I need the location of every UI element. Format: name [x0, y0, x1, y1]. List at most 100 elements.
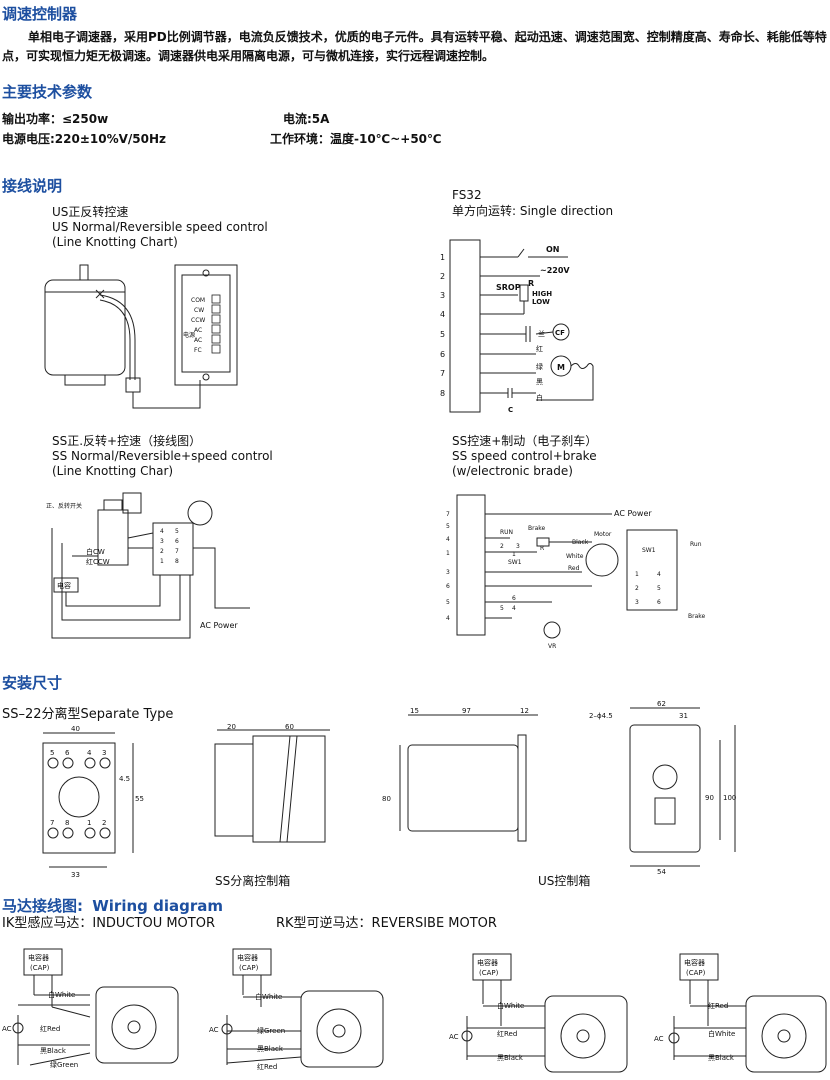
- us-front-dim-31: 31: [679, 712, 688, 720]
- ssb-term-3: 3: [446, 569, 450, 576]
- ss-caption-sub: (Line Knotting Char): [52, 464, 174, 478]
- ss22-pin-2: 2: [102, 819, 106, 827]
- m2-wire-white: 白White: [255, 992, 282, 1001]
- ssb-box-sw1-label: SW1: [642, 547, 656, 554]
- ss22-socket-drawing: 40 33 4.5 55 5 6 4 3 7 8 1 2: [42, 725, 144, 879]
- ssb-black-label: Black: [572, 539, 589, 546]
- m3-cap-cn: 电容器: [477, 958, 498, 967]
- ss-switch-label: 正、反转开关: [46, 502, 82, 510]
- fs-high-label: HIGH: [532, 290, 552, 298]
- ssb-r-label: R: [540, 545, 544, 552]
- ss-box-drawing: 20 60: [214, 723, 330, 843]
- m2-ac-label: AC: [209, 1026, 219, 1034]
- ss-dial-6: 6: [175, 538, 179, 545]
- m1-cap-cn: 电容器: [28, 953, 49, 962]
- us-side-dim-15: 15: [410, 707, 419, 715]
- rk-motor-caption: RK型可逆马达：REVERSIBE MOTOR: [276, 916, 497, 931]
- ssb-box-sw-5: 5: [657, 585, 661, 592]
- ss22-caption: SS–22分离型Separate Type: [2, 707, 174, 722]
- ssb-term-1: 1: [446, 550, 450, 557]
- ssb-term-6: 6: [446, 583, 450, 590]
- fs-term-7: 7: [440, 369, 445, 378]
- us-box-side-drawing: 15 97 12 80: [382, 707, 538, 842]
- ssb-term-7: 7: [446, 511, 450, 518]
- ik-motor-caption: IK型感应马达：INDUCTOU MOTOR: [2, 916, 215, 931]
- fs-stop-label: SROP: [496, 283, 521, 292]
- us-term-ccw: CCW: [191, 317, 205, 324]
- ss-ac-label: AC Power: [200, 621, 238, 630]
- fs-term-3: 3: [440, 291, 445, 300]
- us-side-dim-97: 97: [462, 707, 471, 715]
- ssb-switch-1: 1: [512, 551, 516, 558]
- ss-dial-5: 5: [175, 528, 179, 535]
- controller-description: 单相电子调速器，采用PD比例调节器，电流负反馈技术，优质的电子元件。具有运转平稳…: [2, 30, 827, 63]
- fs-caption-model: FS32: [452, 188, 482, 202]
- ssb-run2-label: Run: [690, 541, 702, 548]
- fs-cf-label: CF: [555, 329, 565, 337]
- section-title-dimensions: 安装尺寸: [2, 674, 63, 692]
- ssb-red-label: Red: [568, 565, 580, 572]
- motor-wiring-4: 电容器 (CAP) AC 红Red 白White 黑Black: [654, 953, 827, 1073]
- fs-green-label: 绿: [536, 362, 543, 371]
- section-title-controller: 调速控制器: [2, 5, 78, 23]
- m4-wire-black: 黑Black: [708, 1054, 735, 1062]
- ssb-white-label: White: [566, 553, 584, 560]
- m4-cap-en: (CAP): [686, 969, 706, 977]
- ss-caption-en: SS Normal/Reversible+speed control: [52, 449, 273, 463]
- ssb-ac-label: AC Power: [614, 509, 652, 518]
- ss-dial-4: 4: [160, 528, 164, 535]
- ssb-run-label: RUN: [500, 529, 513, 536]
- ss22-dim-hole: 4.5: [119, 775, 130, 783]
- ssb-switch-2: 2: [500, 543, 504, 550]
- fs-blue-label: 兰: [538, 329, 545, 338]
- fs-term-6: 6: [440, 350, 445, 359]
- m4-cap-cn: 电容器: [684, 958, 705, 967]
- ssb-switch-5: 5: [500, 605, 504, 612]
- ss-dial-8: 8: [175, 558, 179, 565]
- spec-power: 输出功率：≤250w: [2, 112, 109, 126]
- us-front-dim-62: 62: [657, 700, 666, 708]
- ss-brake-wiring-diagram: 7 5 4 1 3 6 5 4 AC Power RUN Brake R Mot…: [446, 494, 706, 650]
- us-side-dim-80: 80: [382, 795, 391, 803]
- m4-wire-white: 白White: [708, 1029, 735, 1038]
- ssb-caption-cn: SS控速+制动（电子刹车）: [452, 434, 598, 448]
- m3-wire-red: 红Red: [497, 1029, 517, 1038]
- m3-wire-white: 白White: [497, 1001, 524, 1010]
- us-caption-cn: US正反转控速: [52, 205, 129, 219]
- us-caption-en: US Normal/Reversible speed control: [52, 220, 268, 234]
- fs-term-8: 8: [440, 389, 445, 398]
- ss22-pin-3: 3: [102, 749, 106, 757]
- ss22-pin-6: 6: [65, 749, 70, 757]
- ssb-brake-label: Brake: [528, 525, 546, 532]
- ss-box-label: SS分离控制箱: [215, 874, 291, 888]
- fs-r-label: R: [528, 279, 534, 288]
- m1-wire-red: 红Red: [40, 1024, 60, 1033]
- motor-wiring-title-en: Wiring diagram: [92, 897, 223, 915]
- m2-wire-black: 黑Black: [257, 1045, 284, 1053]
- us-box-front-drawing: 62 31 2–ϕ4.5 90 100 54: [589, 700, 736, 876]
- ssb-term-5b: 5: [446, 599, 450, 606]
- m1-wire-green: 绿Green: [50, 1060, 78, 1069]
- us-term-cw: CW: [194, 307, 204, 314]
- m1-ac-label: AC: [2, 1025, 12, 1033]
- fs-black-label: 黑: [536, 378, 543, 386]
- ssb-box-sw-6: 6: [657, 599, 661, 606]
- ss-caption-cn: SS正.反转+控速（接线图）: [52, 434, 202, 448]
- ssb-sw1-label: SW1: [508, 559, 522, 566]
- ss-dial-2: 2: [160, 548, 164, 555]
- m4-wire-red: 红Red: [708, 1001, 728, 1010]
- m4-ac-label: AC: [654, 1035, 664, 1043]
- us-front-dim-54: 54: [657, 868, 666, 876]
- ssb-brake2-label: Brake: [688, 613, 706, 620]
- ssb-vr-label: VR: [548, 643, 556, 650]
- ss-box-dim-20: 20: [227, 723, 236, 731]
- fs-caption-direction: 单方向运转: Single direction: [452, 204, 614, 218]
- section-title-motor-wiring: 马达接线图: Wiring diagram: [2, 895, 223, 916]
- fs-term-1: 1: [440, 253, 445, 262]
- us-caption-sub: (Line Knotting Chart): [52, 235, 178, 249]
- ssb-caption-en: SS speed control+brake: [452, 449, 597, 463]
- ssb-box-sw-2: 2: [635, 585, 639, 592]
- fs-c-label: C: [508, 406, 513, 414]
- ss22-dim-55: 55: [135, 795, 144, 803]
- fs-red-label: 红: [536, 344, 543, 353]
